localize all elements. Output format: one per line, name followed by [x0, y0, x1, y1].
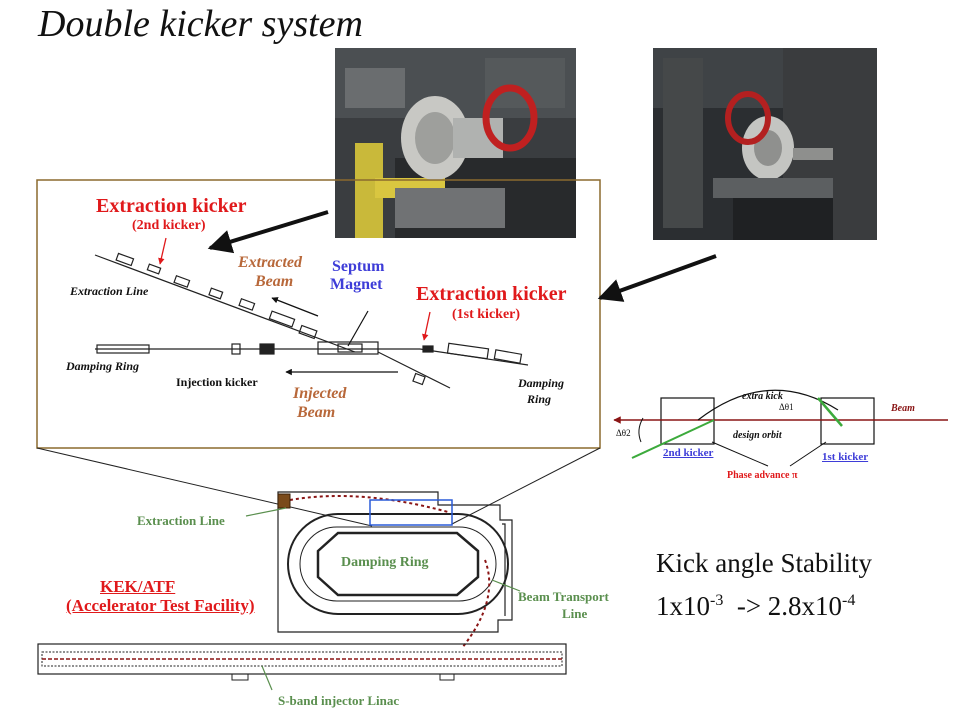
kicker-1-label: 1st kicker [822, 451, 869, 463]
stability-values: 1x10-3 -> 2.8x10-4 [656, 582, 872, 625]
beam-transport-label-1: Beam Transport [518, 589, 609, 604]
extraction-line-path [289, 495, 449, 513]
dtheta1-label: Δθ1 [779, 402, 794, 412]
stability-before-base: 1x10 [656, 591, 710, 621]
inset-damping-ring-left-label: Damping Ring [66, 359, 140, 373]
beam-transport-label-2: Line [562, 606, 588, 621]
stability-after-exp: -4 [842, 592, 856, 609]
kek-atf-label: KEK/ATF [100, 577, 176, 596]
beam-label: Beam [891, 403, 915, 414]
phase-advance-line-left [711, 441, 769, 467]
inset-extraction-line [94, 252, 356, 353]
kicker-2-label: 2nd kicker [663, 447, 714, 459]
inset-damping-ring-line [95, 341, 529, 389]
stability-after-base: 2.8x10 [767, 591, 843, 621]
dtheta2-arc [638, 417, 644, 443]
phase-advance-line-right [789, 441, 827, 467]
injected-beam-label-1: Injected [293, 385, 347, 402]
orbit-diagram [613, 389, 948, 467]
kicker-photo-left [335, 48, 576, 238]
kick-beam-in [817, 397, 843, 427]
extraction-kicker-2-pointer [158, 237, 167, 265]
beam-transport-line-path [461, 559, 491, 649]
kick-angle-stability: Kick angle Stability 1x10-3 -> 2.8x10-4 [656, 545, 872, 625]
facility-extraction-line-label: Extraction Line [137, 513, 225, 528]
facility-damping-ring-label: Damping Ring [341, 555, 429, 570]
inset-frame [36, 179, 601, 449]
extraction-dump [277, 493, 291, 509]
injected-beam-label-2: Beam [297, 404, 336, 421]
damping-ring-inner [299, 526, 497, 602]
ext-kicker-2-sub: (2nd kicker) [132, 218, 206, 233]
kicker-photo-left-image [335, 48, 576, 238]
accelerator-test-facility-label: (Accelerator Test Facility) [66, 596, 255, 615]
deflected-beam-out [631, 419, 715, 459]
linac-label: S-band injector Linac [278, 693, 400, 708]
inset-damping-ring-right-label-2: Ring [527, 392, 552, 406]
kicker-1-box [820, 397, 875, 445]
kicker-2-box [660, 397, 715, 445]
kicker-photo-right [653, 48, 877, 240]
injection-kicker-label: Injection kicker [176, 375, 258, 389]
extracted-beam-label-2: Beam [255, 273, 294, 290]
beam-transport-pointer [491, 579, 521, 592]
stability-before-exp: -3 [710, 592, 724, 609]
ext-kicker-2-title: Extraction kicker [96, 195, 247, 217]
design-orbit-label: design orbit [733, 430, 782, 441]
ext-kicker-1-title: Extraction kicker [416, 283, 567, 305]
zoom-line-right [451, 447, 601, 525]
phase-advance-label: Phase advance π [727, 470, 798, 481]
inset-extraction-line-label: Extraction Line [70, 284, 149, 298]
stability-arrow: -> [736, 591, 762, 621]
linac-outer [37, 643, 567, 675]
inset-damping-ring-right-label-1: Damping [518, 376, 565, 390]
ext-kicker-1-sub: (1st kicker) [452, 307, 521, 322]
facility-layout [37, 491, 567, 691]
septum-magnet-label-2: Magnet [330, 276, 383, 293]
extra-kick-label: extra kick [742, 391, 783, 402]
linac-pointer [261, 665, 273, 691]
extracted-beam-label-1: Extracted [238, 254, 302, 271]
photo-right-arrow [597, 254, 717, 302]
septum-pointer [347, 310, 369, 347]
dtheta2-label: Δθ2 [616, 428, 631, 438]
kicker-photo-right-image [653, 48, 877, 240]
septum-magnet-label-1: Septum [332, 258, 385, 275]
damping-ring-outer [287, 513, 509, 615]
extraction-line-pointer [245, 507, 287, 517]
extraction-kicker-1-pointer [422, 311, 431, 341]
damping-ring-core [316, 531, 480, 597]
photo-left-arrow [207, 210, 329, 254]
stability-title: Kick angle Stability [656, 548, 872, 578]
zoom-line-left [36, 447, 373, 527]
page-title: Double kicker system [38, 3, 363, 45]
extraction-region-highlight [369, 499, 453, 526]
extracted-beam-arrow [271, 297, 319, 317]
